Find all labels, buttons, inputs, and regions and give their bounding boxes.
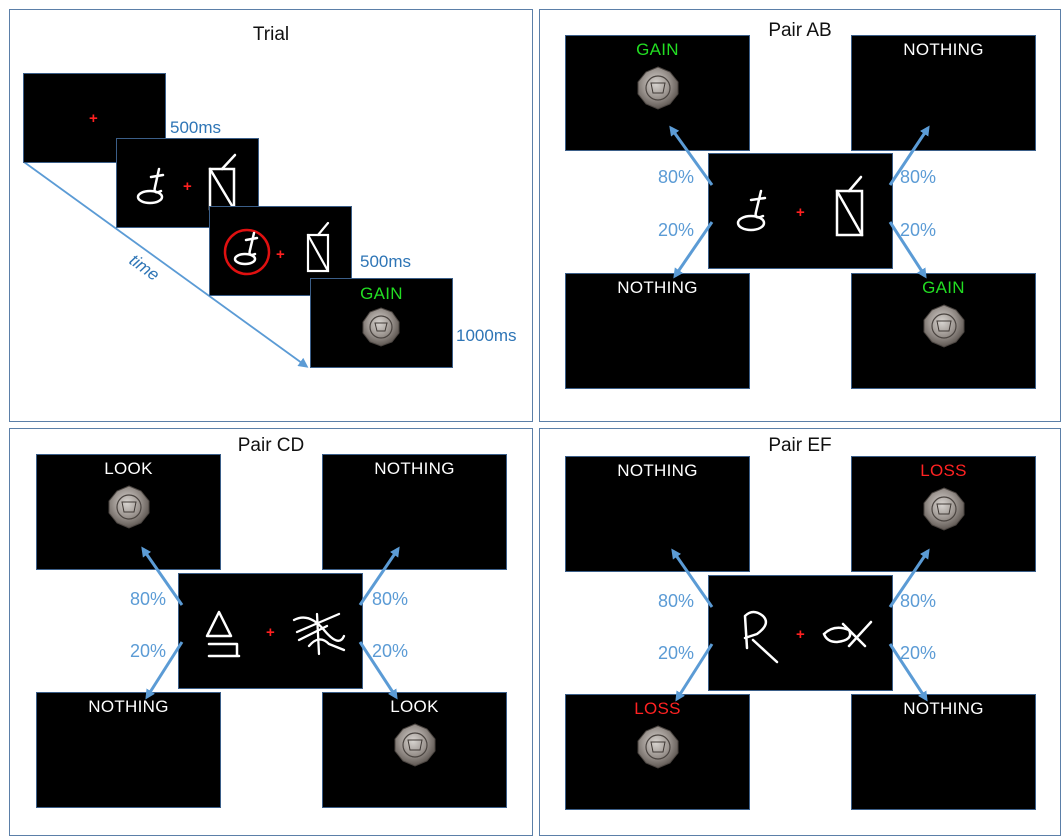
outcome-label: LOSS [634,699,681,718]
outcome-label: NOTHING [617,278,698,297]
outcome-label: NOTHING [88,697,169,716]
duration-1: 500ms [170,118,222,137]
trial-panel: Trial time + 500ms + [9,9,533,422]
outcome-label: NOTHING [903,699,984,718]
pct-high-right: 80% [372,589,409,609]
arrow-icon [669,125,930,279]
pair-ab-top-left-screen: GAIN [565,35,750,151]
pct-low-right: 20% [900,643,937,663]
hiragana-stimulus-icon [136,167,165,205]
outcome-label: NOTHING [903,40,984,59]
fixation-cross-icon: + [266,624,275,641]
outcome-label: GAIN [360,284,403,303]
pair-ab-bottom-left-screen: NOTHING [565,273,750,389]
arrow-icon [141,546,400,700]
pair-ab-top-right-screen: NOTHING [851,35,1036,151]
duration-3: 1000ms [456,326,517,345]
fixation-cross-icon: + [276,246,285,263]
outcome-label: LOOK [390,697,439,716]
outcome-label: NOTHING [617,461,698,480]
fixation-cross-icon: + [796,204,805,221]
outcome-label: NOTHING [374,459,455,478]
pct-low-right: 20% [372,641,409,661]
trial-outcome-screen: GAIN [310,278,453,368]
pct-high-right: 80% [900,591,937,611]
pair-ef-title: Pair EF [768,435,832,456]
pct-high-left: 80% [658,167,695,187]
shape-stimulus-icon [743,610,873,664]
pair-ab-stimulus-screen: + [708,153,893,269]
outcome-label: GAIN [636,40,679,59]
pair-ab-bottom-right-screen: GAIN [851,273,1036,389]
pair-cd-top-right-screen: NOTHING [322,454,507,570]
pair-ab-title: Pair AB [768,20,832,41]
pct-high-left: 80% [130,589,167,609]
choice-circle-icon [223,221,330,276]
duration-2: 500ms [360,252,412,271]
outcome-label: LOSS [920,461,967,480]
pair-cd-panel: Pair CD LOOK NOTHING NOTHING LOOK [9,428,533,836]
pair-ef-top-left-screen: NOTHING [565,456,750,572]
pair-ef-panel: Pair EF NOTHING LOSS LOSS NOTHING [539,428,1061,836]
pair-cd-title: Pair CD [237,435,305,456]
coin-icon [923,487,965,531]
arrow-icon [671,548,930,702]
pair-cd-top-left-screen: LOOK [36,454,221,570]
coin-icon [923,304,965,348]
pct-high-right: 80% [900,167,937,187]
pair-ef-bottom-left-screen: LOSS [565,694,750,810]
coin-icon [108,485,150,529]
coin-icon [637,66,679,110]
outcome-label: LOOK [104,459,153,478]
pair-ef-stimulus-screen: + [708,575,893,691]
fixation-cross-icon: + [183,178,192,195]
pair-cd-bottom-right-screen: LOOK [322,692,507,808]
trial-title: Trial [252,24,290,45]
coin-icon [394,723,436,767]
pair-ef-bottom-right-screen: NOTHING [851,694,1036,810]
fixation-cross-icon: + [796,626,805,643]
hiragana-stimulus-icon [736,175,864,237]
time-axis [23,161,309,368]
pair-ef-top-right-screen: LOSS [851,456,1036,572]
coin-icon [637,725,679,769]
outcome-label: GAIN [922,278,965,297]
fixation-cross-icon: + [89,110,98,127]
pct-low-left: 20% [658,220,695,240]
pct-low-left: 20% [658,643,695,663]
pair-cd-stimulus-screen: + [178,573,363,689]
pct-low-left: 20% [130,641,167,661]
pct-low-right: 20% [900,220,937,240]
pct-high-left: 80% [658,591,695,611]
pair-ab-panel: Pair AB GAIN NOTHING NOTHING GAIN [539,9,1061,422]
shape-stimulus-icon [205,610,346,658]
pair-cd-bottom-left-screen: NOTHING [36,692,221,808]
coin-icon [362,307,400,347]
